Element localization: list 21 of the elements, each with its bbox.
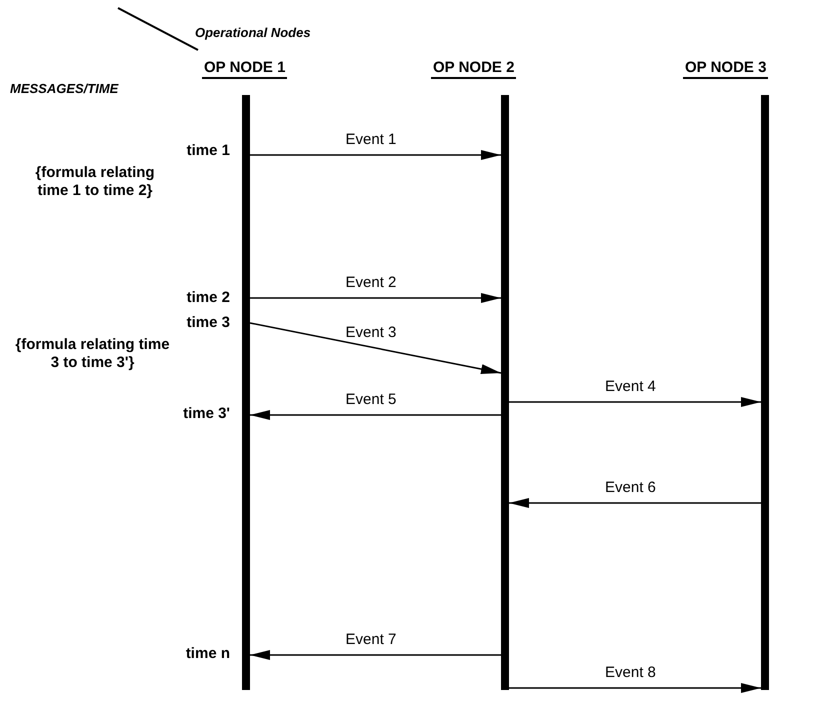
message-arrow xyxy=(250,150,501,160)
time-label: time 1 xyxy=(186,142,230,160)
message-arrow xyxy=(509,683,761,693)
axis-heading: MESSAGES/TIME xyxy=(10,80,120,98)
time-label: time 3' xyxy=(182,405,230,423)
time-label: time 2 xyxy=(186,289,230,307)
message-arrow xyxy=(250,410,501,420)
lifeline-heading: OP NODE 3 xyxy=(683,59,768,79)
message-arrow xyxy=(250,293,501,303)
message-arrow xyxy=(250,322,502,374)
message-arrow xyxy=(509,498,761,508)
axis-heading: Operational Nodes xyxy=(195,24,312,42)
message-arrow xyxy=(250,650,501,660)
formula-note: {formula relating time 3 to time 3'} xyxy=(15,336,170,372)
formula-note: {formula relating time 1 to time 2} xyxy=(34,164,156,200)
edge-label: Event 3 xyxy=(344,324,398,341)
lifeline-heading: OP NODE 1 xyxy=(202,59,288,79)
time-label: time n xyxy=(184,645,230,663)
time-label: time 3 xyxy=(186,314,230,332)
lifeline-heading: OP NODE 2 xyxy=(431,59,516,79)
message-arrow xyxy=(509,397,761,407)
